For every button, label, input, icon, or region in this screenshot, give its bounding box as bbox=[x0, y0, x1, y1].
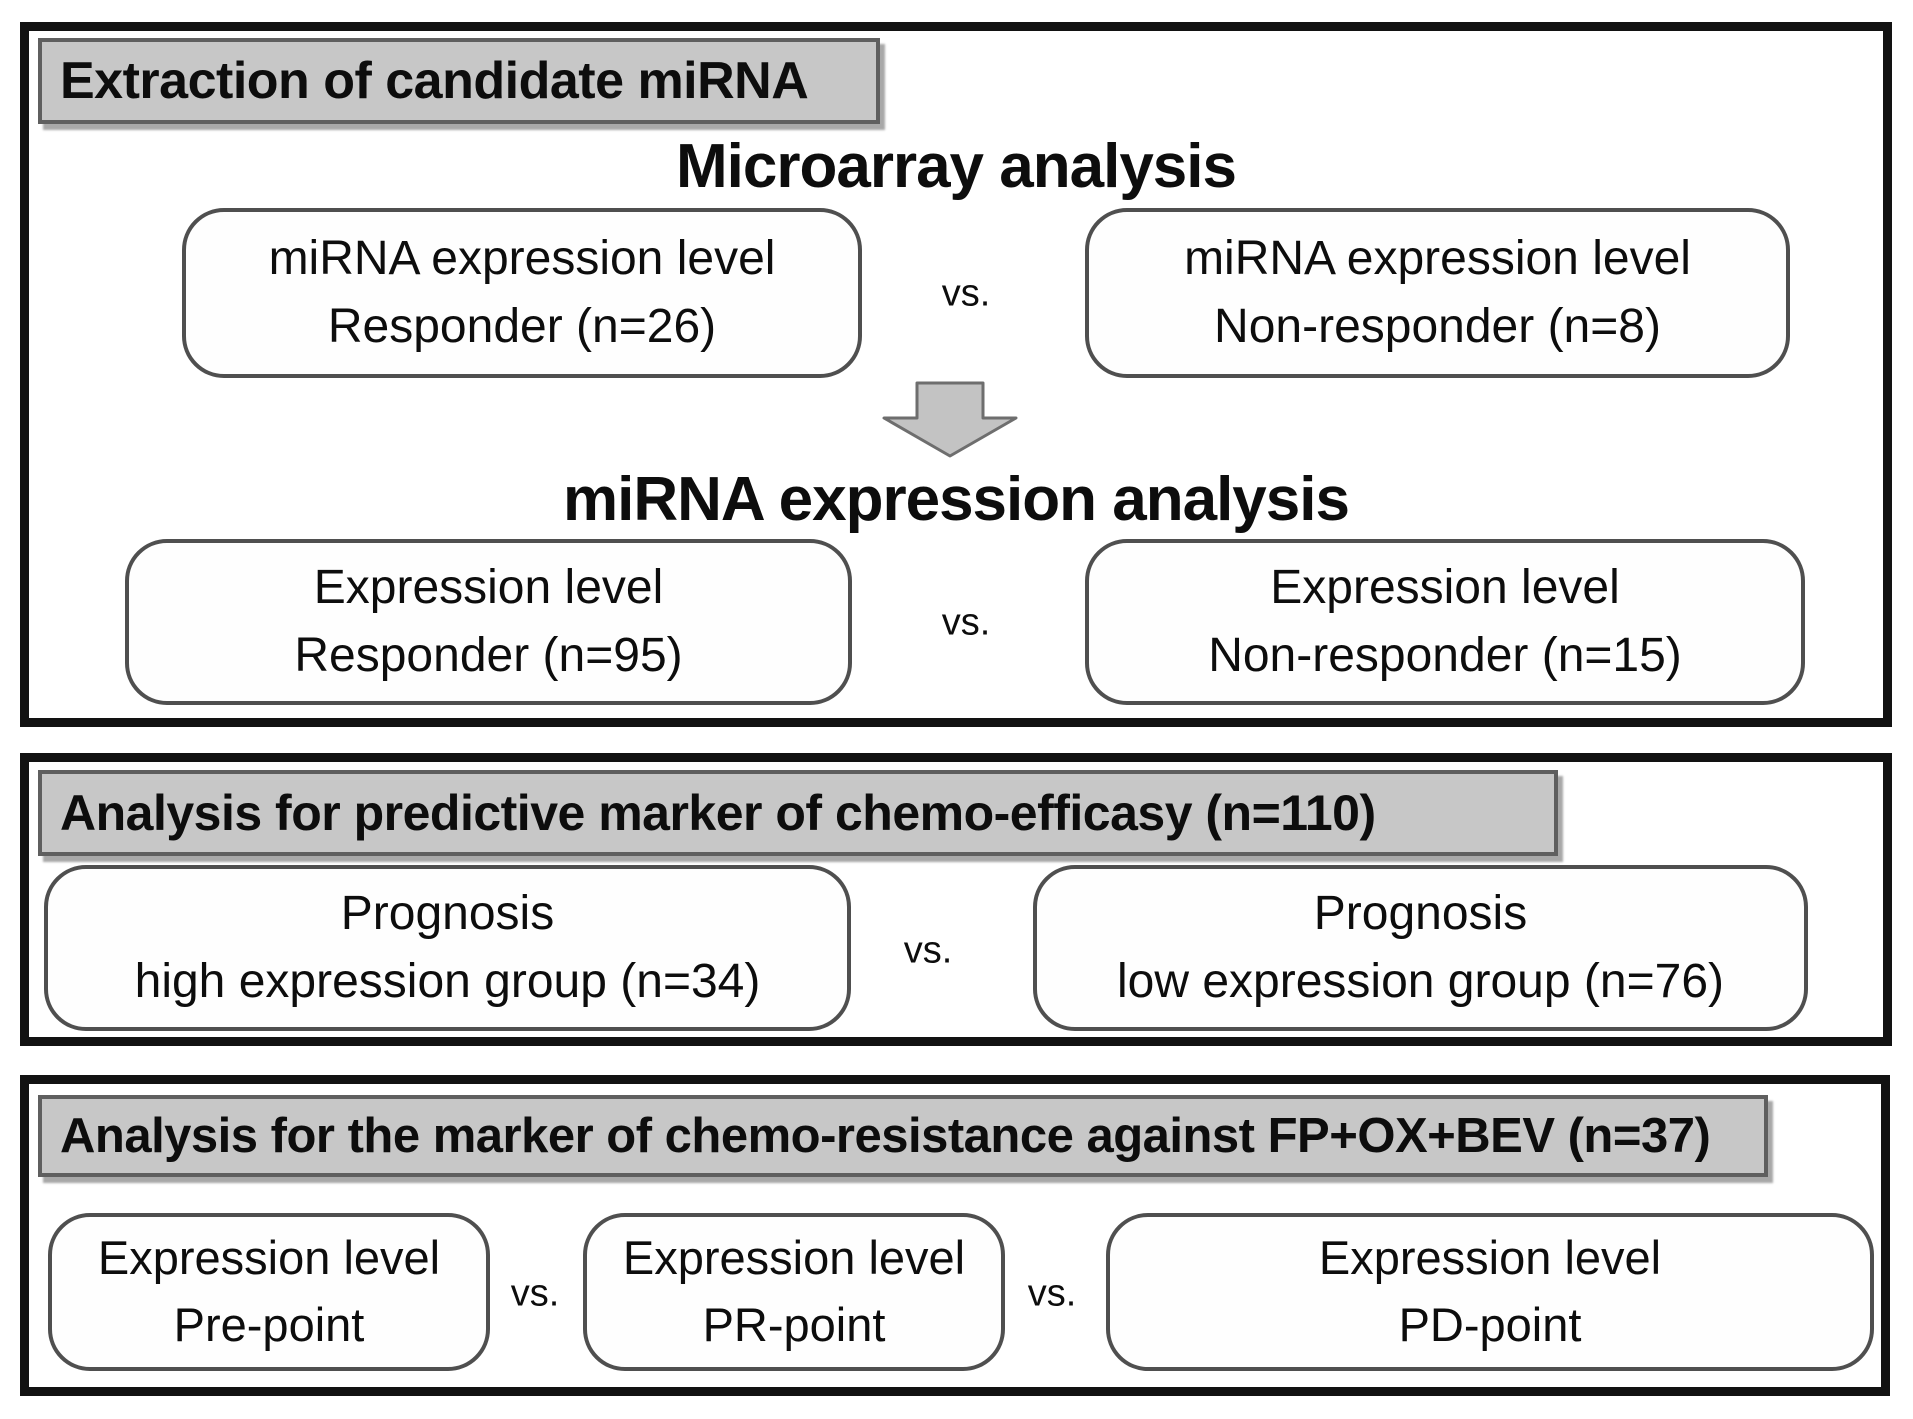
vs-separator: vs. bbox=[1027, 1272, 1077, 1315]
box-expression-nonresponder: Expression level Non-responder (n=15) bbox=[1085, 539, 1805, 705]
box-pd-point: Expression level PD-point bbox=[1106, 1213, 1874, 1371]
panel-predictive: Analysis for predictive marker of chemo-… bbox=[20, 753, 1892, 1046]
box-line: Prognosis bbox=[340, 886, 555, 940]
panel-extraction: Extraction of candidate miRNA Microarray… bbox=[20, 22, 1892, 727]
down-arrow-icon bbox=[880, 381, 1020, 459]
mirna-expression-analysis-title: miRNA expression analysis bbox=[563, 465, 1350, 534]
box-expression-responder: Expression level Responder (n=95) bbox=[125, 539, 852, 705]
panel-extraction-header-label: Extraction of candidate miRNA bbox=[60, 52, 809, 110]
box-line: PD-point bbox=[1398, 1298, 1582, 1351]
panel-resistance: Analysis for the marker of chemo-resista… bbox=[20, 1075, 1890, 1396]
vs-separator: vs. bbox=[903, 929, 953, 972]
box-line: miRNA expression level bbox=[1184, 231, 1691, 285]
box-prognosis-high: Prognosis high expression group (n=34) bbox=[44, 865, 851, 1031]
box-line: low expression group (n=76) bbox=[1116, 955, 1724, 1008]
box-microarray-nonresponder: miRNA expression level Non-responder (n=… bbox=[1085, 208, 1790, 378]
panel-predictive-header: Analysis for predictive marker of chemo-… bbox=[38, 770, 1558, 856]
box-line: Expression level bbox=[97, 1231, 441, 1285]
box-line: Non-responder (n=15) bbox=[1208, 629, 1682, 682]
box-line: Non-responder (n=8) bbox=[1214, 300, 1661, 353]
vs-separator: vs. bbox=[941, 601, 991, 644]
box-line: high expression group (n=34) bbox=[134, 955, 761, 1008]
box-line: Expression level bbox=[313, 560, 664, 614]
box-line: miRNA expression level bbox=[268, 231, 776, 285]
box-pr-point: Expression level PR-point bbox=[583, 1213, 1005, 1371]
box-line: Pre-point bbox=[173, 1298, 365, 1351]
panel-resistance-header: Analysis for the marker of chemo-resista… bbox=[38, 1095, 1768, 1177]
vs-separator: vs. bbox=[941, 272, 991, 315]
vs-separator: vs. bbox=[510, 1272, 560, 1315]
box-line: Expression level bbox=[1270, 560, 1620, 614]
microarray-analysis-title: Microarray analysis bbox=[675, 132, 1237, 201]
box-line: PR-point bbox=[702, 1298, 886, 1351]
box-line: Expression level bbox=[1318, 1231, 1662, 1285]
box-line: Expression level bbox=[622, 1231, 966, 1285]
box-line: Responder (n=95) bbox=[294, 629, 683, 682]
box-line: Responder (n=26) bbox=[327, 300, 717, 353]
box-microarray-responder: miRNA expression level Responder (n=26) bbox=[182, 208, 862, 378]
panel-predictive-header-label: Analysis for predictive marker of chemo-… bbox=[60, 785, 1376, 841]
box-prognosis-low: Prognosis low expression group (n=76) bbox=[1033, 865, 1808, 1031]
box-line: Prognosis bbox=[1313, 886, 1528, 940]
panel-extraction-header: Extraction of candidate miRNA bbox=[38, 38, 880, 124]
box-pre-point: Expression level Pre-point bbox=[48, 1213, 490, 1371]
panel-resistance-header-label: Analysis for the marker of chemo-resista… bbox=[60, 1109, 1711, 1163]
